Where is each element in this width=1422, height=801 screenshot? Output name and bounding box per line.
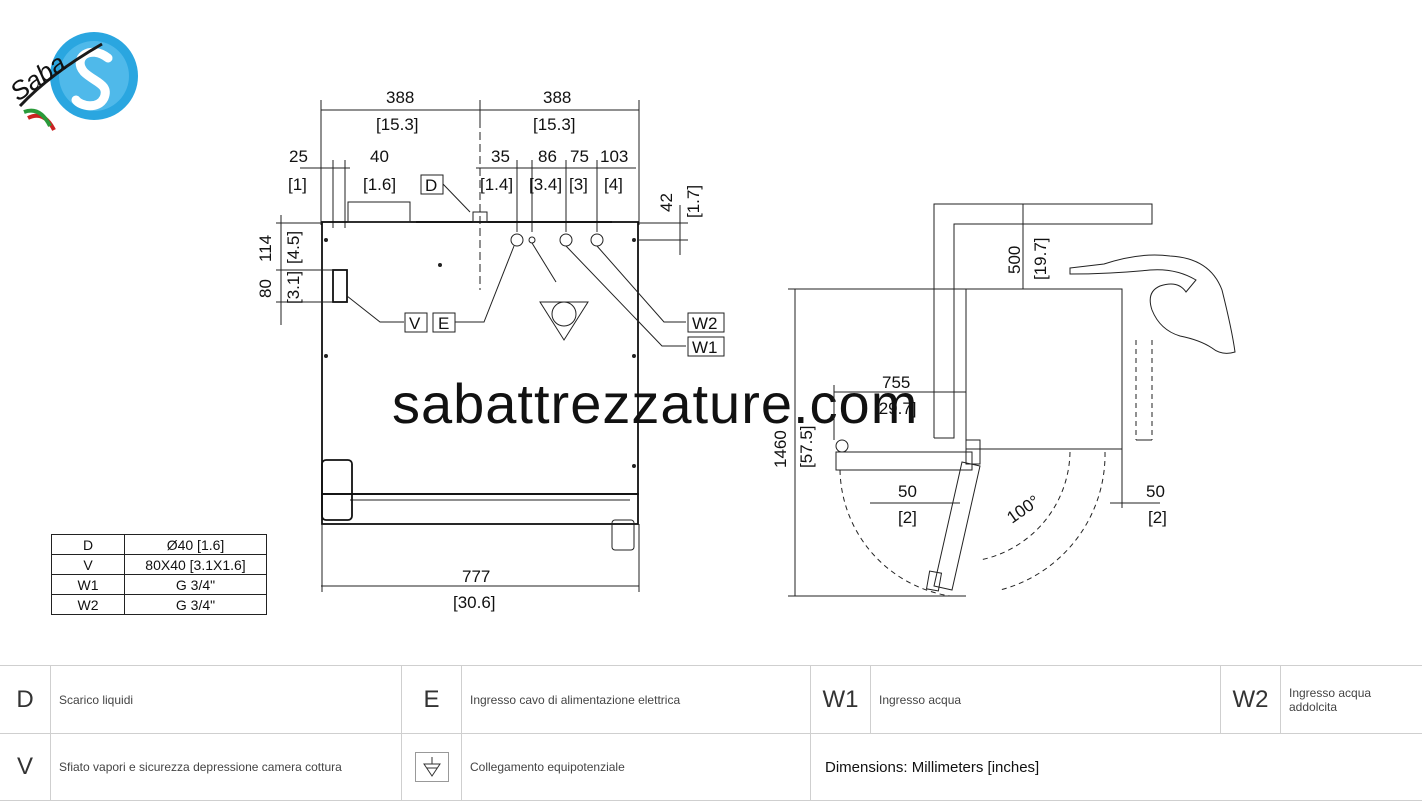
dim-35-in: [1.4] <box>480 175 513 194</box>
dim-42-in: [1.7] <box>684 185 703 218</box>
label-d: D <box>425 176 437 195</box>
operator-figure <box>1069 254 1236 354</box>
dim-500-in: [19.7] <box>1031 237 1050 280</box>
connection-spec-table: D Ø40 [1.6] V 80X40 [3.1X1.6] W1 G 3/4" … <box>51 534 267 615</box>
dim-777: 777 <box>462 567 490 586</box>
table-row: D Ø40 [1.6] <box>51 534 267 555</box>
dim-114: 114 <box>256 235 275 262</box>
dim-500: 500 <box>1005 246 1024 274</box>
dim-103-in: [4] <box>604 175 623 194</box>
legend-equipotential-symbol <box>402 734 462 801</box>
legend-desc: Scarico liquidi <box>51 666 402 734</box>
dim-1460: 1460 <box>771 430 790 468</box>
label-w1: W1 <box>692 338 718 357</box>
front-view: 388 [15.3] 388 [15.3] 25 [1] 40 [1.6] 35… <box>256 88 725 612</box>
dim-40-in: [1.6] <box>363 175 396 194</box>
dim-40: 40 <box>370 147 389 166</box>
dim-755-in: [29.7] <box>874 399 917 418</box>
dim-777-in: [30.6] <box>453 593 496 612</box>
label-e: E <box>438 314 449 333</box>
legend-desc: Ingresso acqua <box>871 666 1221 734</box>
dim-80: 80 <box>256 279 275 298</box>
dim-114-in: [4.5] <box>284 231 303 264</box>
dim-50-left: 50 <box>898 482 917 501</box>
dim-75: 75 <box>570 147 589 166</box>
dim-25: 25 <box>289 147 308 166</box>
dim-50-left-in: [2] <box>898 508 917 527</box>
legend-desc: Collegamento equipotenziale <box>462 734 811 801</box>
spec-value: G 3/4" <box>124 594 267 615</box>
dim-388-right-in: [15.3] <box>533 115 576 134</box>
legend-code: V <box>0 734 51 801</box>
legend-code: W1 <box>811 666 871 734</box>
spec-key: W1 <box>51 574 125 595</box>
dim-755: 755 <box>882 373 910 392</box>
dim-75-in: [3] <box>569 175 588 194</box>
label-v: V <box>409 314 421 333</box>
dim-103: 103 <box>600 147 628 166</box>
dim-1460-in: [57.5] <box>797 425 816 468</box>
dim-388-left: 388 <box>386 88 414 107</box>
table-row: W2 G 3/4" <box>51 594 267 615</box>
spec-value: Ø40 [1.6] <box>124 534 267 555</box>
spec-key: D <box>51 534 125 555</box>
table-row: W1 G 3/4" <box>51 574 267 595</box>
dim-388-right: 388 <box>543 88 571 107</box>
spec-value: 80X40 [3.1X1.6] <box>124 554 267 575</box>
dim-42: 42 <box>657 193 676 212</box>
watermark: sabattrezzature.com <box>392 372 918 435</box>
dim-86-in: [3.4] <box>529 175 562 194</box>
equipotential-icon <box>414 752 449 782</box>
dim-50-right: 50 <box>1146 482 1165 501</box>
angle-100: 100° <box>1003 492 1043 528</box>
spec-value: G 3/4" <box>124 574 267 595</box>
dim-25-in: [1] <box>288 175 307 194</box>
dim-80-in: [3.1] <box>284 271 303 304</box>
legend-code: E <box>402 666 462 734</box>
dim-35: 35 <box>491 147 510 166</box>
table-row: V 80X40 [3.1X1.6] <box>51 554 267 575</box>
legend-table: D Scarico liquidi E Ingresso cavo di ali… <box>0 665 1422 801</box>
legend-desc: Sfiato vapori e sicurezza depressione ca… <box>51 734 402 801</box>
spec-key: V <box>51 554 125 575</box>
spec-key: W2 <box>51 594 125 615</box>
saba-logo: Saba <box>10 32 138 131</box>
dimensions-note: Dimensions: Millimeters [inches] <box>811 734 1422 801</box>
label-w2: W2 <box>692 314 718 333</box>
dim-86: 86 <box>538 147 557 166</box>
legend-desc: Ingresso cavo di alimentazione elettrica <box>462 666 811 734</box>
technical-drawing: sabattrezzature.com 388 [15.3] 388 [15.3… <box>256 88 1236 612</box>
top-view: 500 [19.7] 1460 [57.5] 755 [29.7] 100° 5… <box>771 203 1236 597</box>
legend-code: D <box>0 666 51 734</box>
dim-388-left-in: [15.3] <box>376 115 419 134</box>
dim-50-right-in: [2] <box>1148 508 1167 527</box>
legend-desc: Ingresso acqua addolcita <box>1281 666 1422 734</box>
legend-code: W2 <box>1221 666 1281 734</box>
